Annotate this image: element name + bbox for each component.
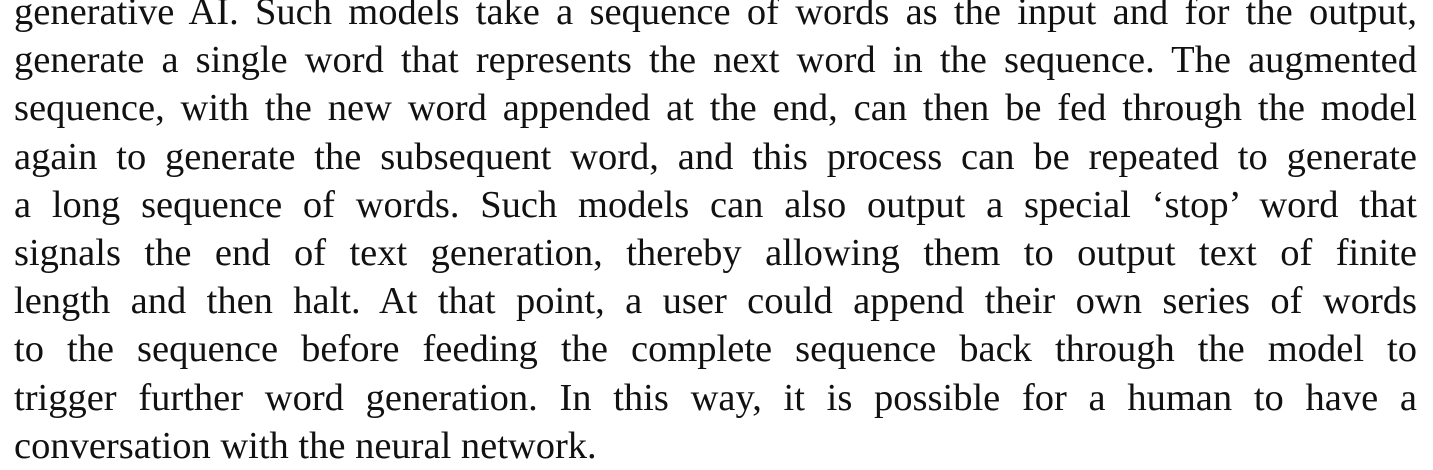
paragraph-line: length and then halt. At that point, a u… (14, 280, 1417, 323)
paragraph-line: sequence, with the new word appended at … (14, 87, 1417, 130)
paragraph-line: generate a single word that represents t… (14, 39, 1417, 82)
paragraph-line: signals the end of text generation, ther… (14, 231, 1417, 274)
page: generative AI. Such models take a sequen… (14, 0, 1417, 470)
body-paragraph: generative AI. Such models take a sequen… (14, 0, 1417, 470)
paragraph-line: generative AI. Such models take a sequen… (14, 0, 1417, 33)
paragraph-line: conversation with the neural network. (14, 424, 597, 467)
paragraph-line: again to generate the subsequent word, a… (14, 135, 1417, 178)
paragraph-line: to the sequence before feeding the compl… (14, 328, 1417, 371)
paragraph-line: a long sequence of words. Such models ca… (14, 183, 1417, 226)
paragraph-line: trigger further word generation. In this… (14, 376, 1417, 419)
